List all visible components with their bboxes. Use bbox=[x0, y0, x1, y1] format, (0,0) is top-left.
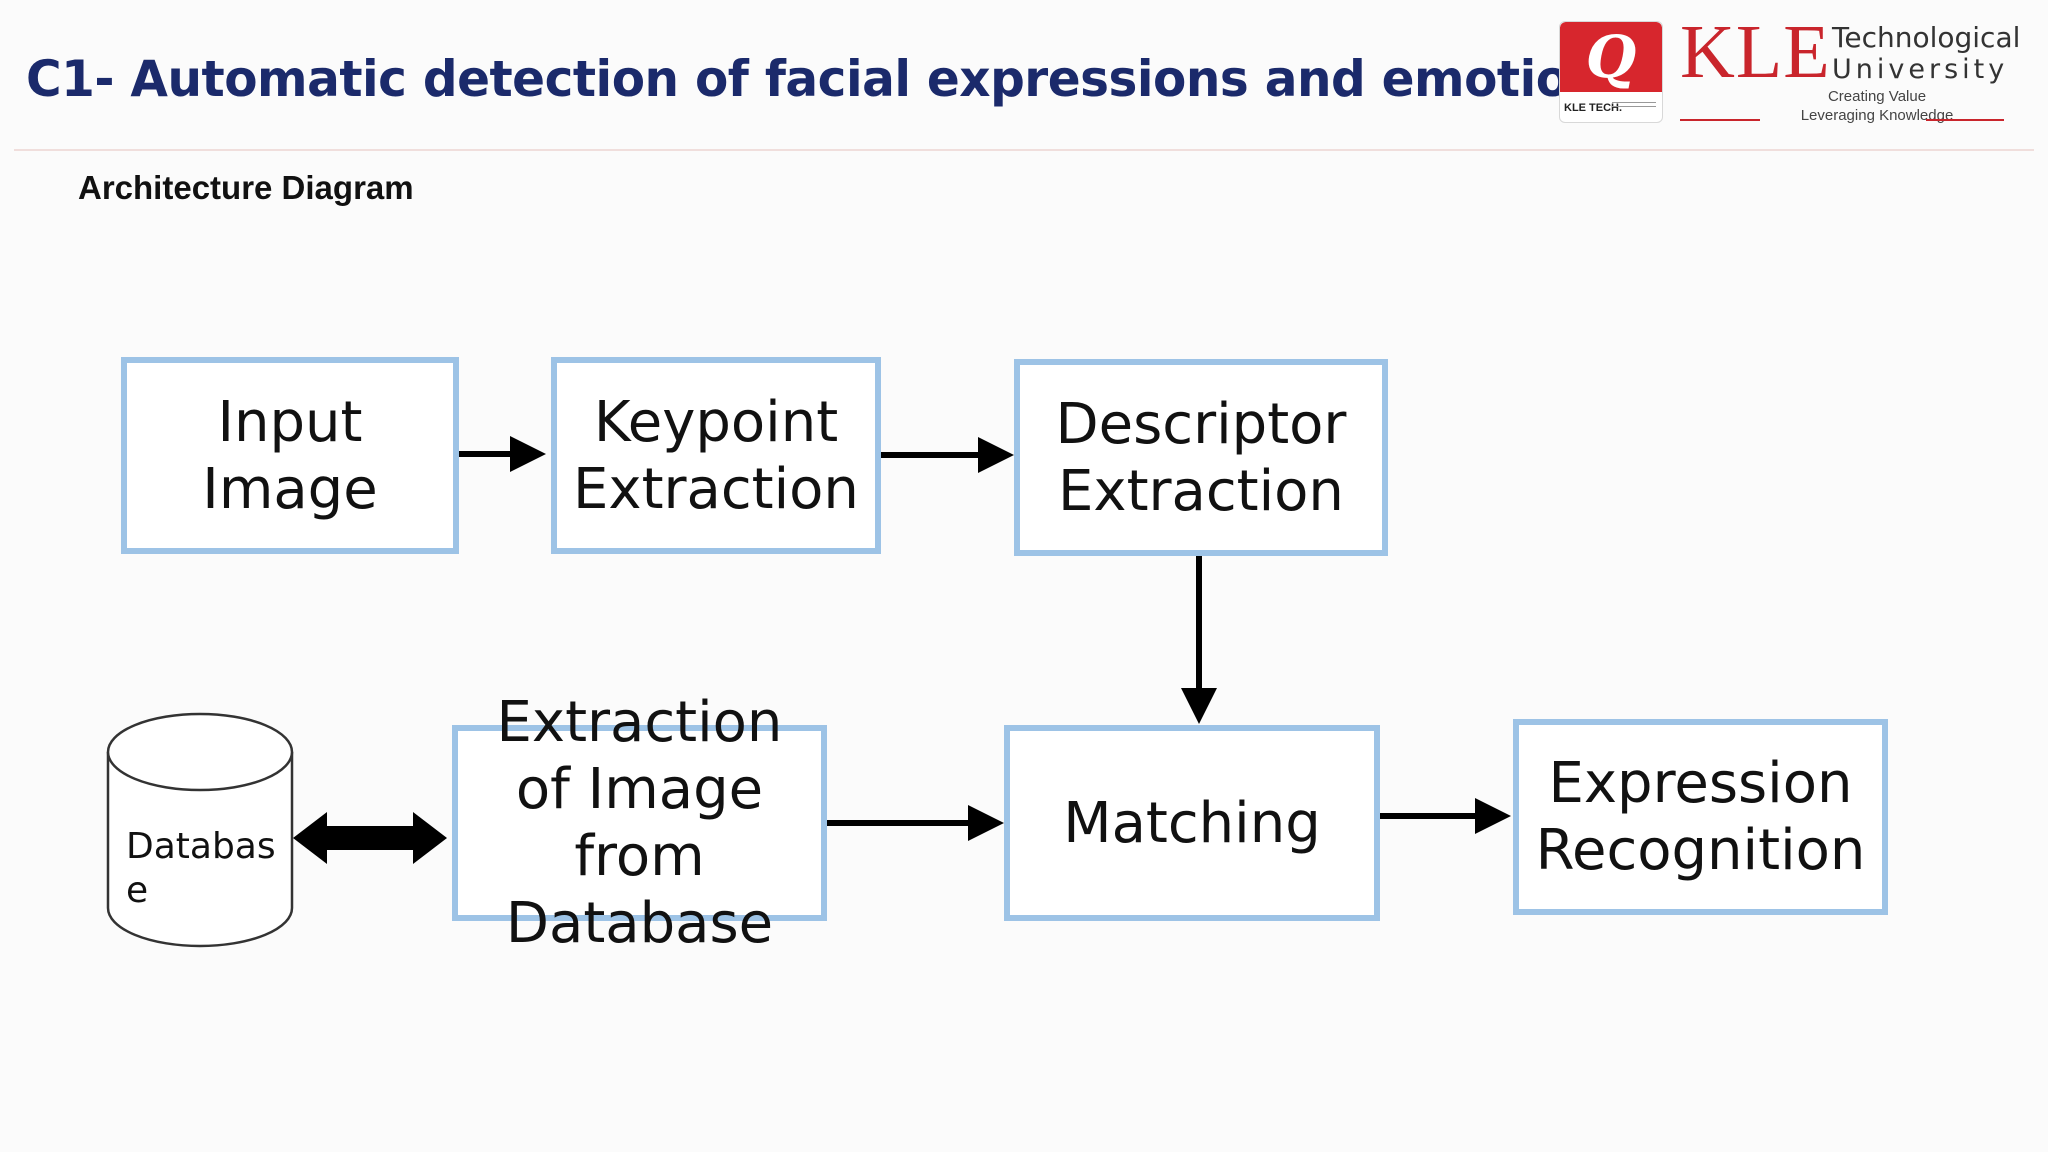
node-matching: Matching bbox=[1004, 725, 1380, 921]
logo-rule-left bbox=[1680, 119, 1760, 121]
node-expression-recognition-label: Expression Recognition bbox=[1535, 751, 1866, 883]
header-divider bbox=[14, 149, 2034, 151]
section-heading: Architecture Diagram bbox=[78, 169, 414, 206]
logo-badge: Q KLE TECH. bbox=[1559, 21, 1663, 123]
logo-kle-wordmark: KLE bbox=[1680, 10, 1831, 94]
node-descriptor-extraction: Descriptor Extraction bbox=[1014, 359, 1388, 556]
node-matching-label: Matching bbox=[1063, 790, 1321, 856]
node-keypoint-extraction: Keypoint Extraction bbox=[551, 357, 881, 554]
logo-badge-fineprint bbox=[1612, 102, 1656, 107]
node-keypoint-extraction-label: Keypoint Extraction bbox=[573, 389, 859, 522]
arrow-database-extraction-bidirectional bbox=[293, 812, 447, 864]
logo-line1: Technological bbox=[1832, 21, 2021, 54]
node-descriptor-extraction-label: Descriptor Extraction bbox=[1055, 391, 1347, 524]
logo-badge-text: KLE TECH. bbox=[1564, 102, 1623, 114]
logo-tagline2: Leveraging Knowledge bbox=[1800, 107, 1954, 124]
q-emblem-icon: Q bbox=[1585, 23, 1637, 91]
slide-title: C1- Automatic detection of facial expres… bbox=[26, 50, 1632, 108]
logo-rule-right bbox=[1926, 119, 2004, 121]
kle-logo: Q KLE TECH. KLE Technological University… bbox=[1556, 12, 2036, 128]
node-expression-recognition: Expression Recognition bbox=[1513, 719, 1888, 915]
logo-tagline1: Creating Value bbox=[1827, 88, 1927, 105]
logo-badge-mark: Q bbox=[1560, 22, 1662, 92]
node-input-image-label: Input Image bbox=[202, 389, 378, 522]
node-extraction-from-database-label: Extraction of Image from Database bbox=[496, 690, 783, 956]
node-database-label: Databas e bbox=[126, 826, 276, 911]
logo-line2: University bbox=[1832, 54, 2009, 85]
database-cylinder-icon bbox=[106, 712, 294, 948]
node-extraction-from-database: Extraction of Image from Database bbox=[452, 690, 827, 956]
node-input-image: Input Image bbox=[121, 357, 459, 554]
